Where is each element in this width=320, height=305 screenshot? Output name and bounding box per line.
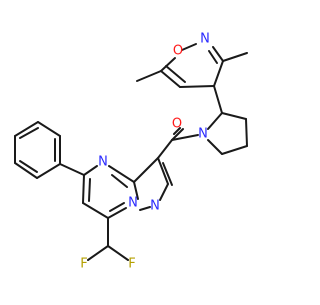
bond	[83, 165, 98, 176]
fluorine-left-label: F	[80, 257, 87, 272]
bond	[87, 245, 109, 261]
bond	[207, 139, 223, 155]
bond	[82, 202, 109, 219]
bond	[207, 112, 223, 130]
carbonyl-oxygen-label: O	[172, 117, 182, 132]
bond	[14, 162, 38, 179]
bond	[171, 128, 184, 141]
bond	[107, 207, 127, 219]
bond	[107, 245, 129, 261]
bond	[157, 139, 173, 159]
bond	[82, 174, 85, 204]
bond-layer	[14, 43, 248, 261]
bond	[179, 85, 215, 88]
bond	[165, 65, 186, 83]
bond	[173, 127, 181, 135]
bond	[133, 157, 159, 183]
bond	[108, 165, 135, 183]
bond	[19, 160, 38, 173]
bond	[222, 52, 248, 62]
bond	[160, 70, 181, 88]
molecule-canvas: O N N O N N N F F	[14, 32, 248, 272]
bond	[88, 178, 91, 202]
pyrimidine-nitrogen-label: N	[98, 155, 108, 170]
bond	[157, 157, 169, 185]
bond	[181, 43, 197, 51]
isoxazole-nitrogen-label: N	[200, 32, 210, 47]
bond	[213, 85, 223, 114]
bond	[171, 134, 199, 141]
bond	[213, 60, 224, 87]
bond	[19, 127, 39, 139]
bond	[221, 112, 247, 120]
atom-label-layer: O N N O N N N F F	[80, 32, 210, 272]
bond	[111, 174, 128, 188]
bond	[159, 183, 169, 201]
bond	[59, 163, 85, 176]
bond	[139, 206, 151, 211]
bond	[133, 181, 139, 200]
bond	[136, 70, 162, 82]
fluorine-right-label: F	[128, 257, 135, 272]
molecule-structure: O N N O N N N F F	[14, 32, 248, 272]
bond	[212, 46, 224, 62]
bond	[208, 50, 218, 64]
bond	[37, 121, 61, 137]
bond	[109, 202, 125, 212]
bond	[162, 162, 173, 186]
isoxazole-oxygen-label: O	[173, 44, 183, 59]
bond	[14, 121, 39, 137]
pyrrolidine-nitrogen-label: N	[198, 127, 208, 142]
bond	[245, 118, 248, 147]
bond	[36, 163, 61, 179]
bond	[221, 145, 248, 155]
bridgehead-nitrogen-label: N	[128, 196, 138, 211]
pyrazole-nitrogen-label: N	[150, 199, 160, 214]
bond	[160, 57, 176, 72]
